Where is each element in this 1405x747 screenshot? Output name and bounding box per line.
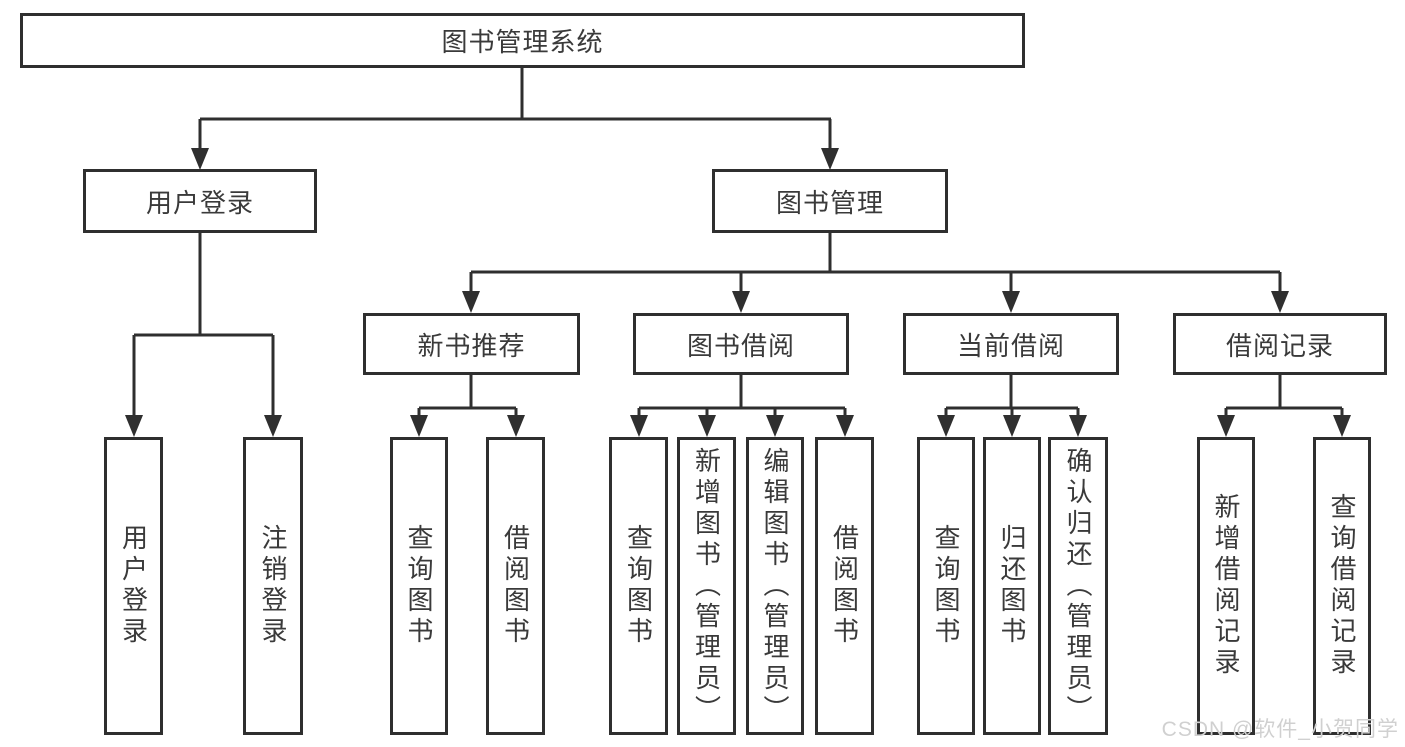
leaf-add-borrow-record: 新增借阅记录 [1197, 437, 1255, 735]
leaf-confirm-return-admin: 确认归还（管理员） [1048, 437, 1108, 735]
node-label: 图书管理系统 [441, 27, 604, 57]
node-label: 用户登录 [145, 187, 254, 218]
leaf-edit-books-admin: 编辑图书（管理员） [746, 437, 804, 735]
leaf-return-books: 归还图书 [983, 437, 1041, 735]
leaf-borrow-books-recommend: 借阅图书 [486, 437, 545, 735]
leaf-logout: 注销登录 [243, 437, 303, 735]
leaf-user-login: 用户登录 [104, 437, 163, 735]
node-label: 图书借阅 [686, 330, 795, 361]
leaf-query-borrow-record: 查询借阅记录 [1313, 437, 1371, 735]
leaf-add-books-admin: 新增图书（管理员） [677, 437, 736, 735]
leaf-query-books-recommend: 查询图书 [390, 437, 448, 735]
node-label: 新书推荐 [417, 330, 526, 361]
node-library-management-system: 图书管理系统 [20, 13, 1025, 68]
node-new-book-recommendation: 新书推荐 [363, 313, 580, 375]
leaf-borrow-books: 借阅图书 [815, 437, 874, 735]
node-label: 图书管理 [775, 187, 884, 218]
node-current-borrowing: 当前借阅 [903, 313, 1119, 375]
leaf-query-books-borrow: 查询图书 [609, 437, 668, 735]
node-user-login-branch: 用户登录 [83, 169, 317, 233]
csdn-watermark: CSDN @软件_小贺同学 [1161, 718, 1399, 741]
node-book-borrowing: 图书借阅 [633, 313, 849, 375]
node-label: 当前借阅 [956, 330, 1065, 361]
leaf-query-books-current: 查询图书 [917, 437, 975, 735]
node-borrowing-records: 借阅记录 [1173, 313, 1387, 375]
node-label: 借阅记录 [1225, 330, 1334, 361]
node-book-management-branch: 图书管理 [712, 169, 948, 233]
